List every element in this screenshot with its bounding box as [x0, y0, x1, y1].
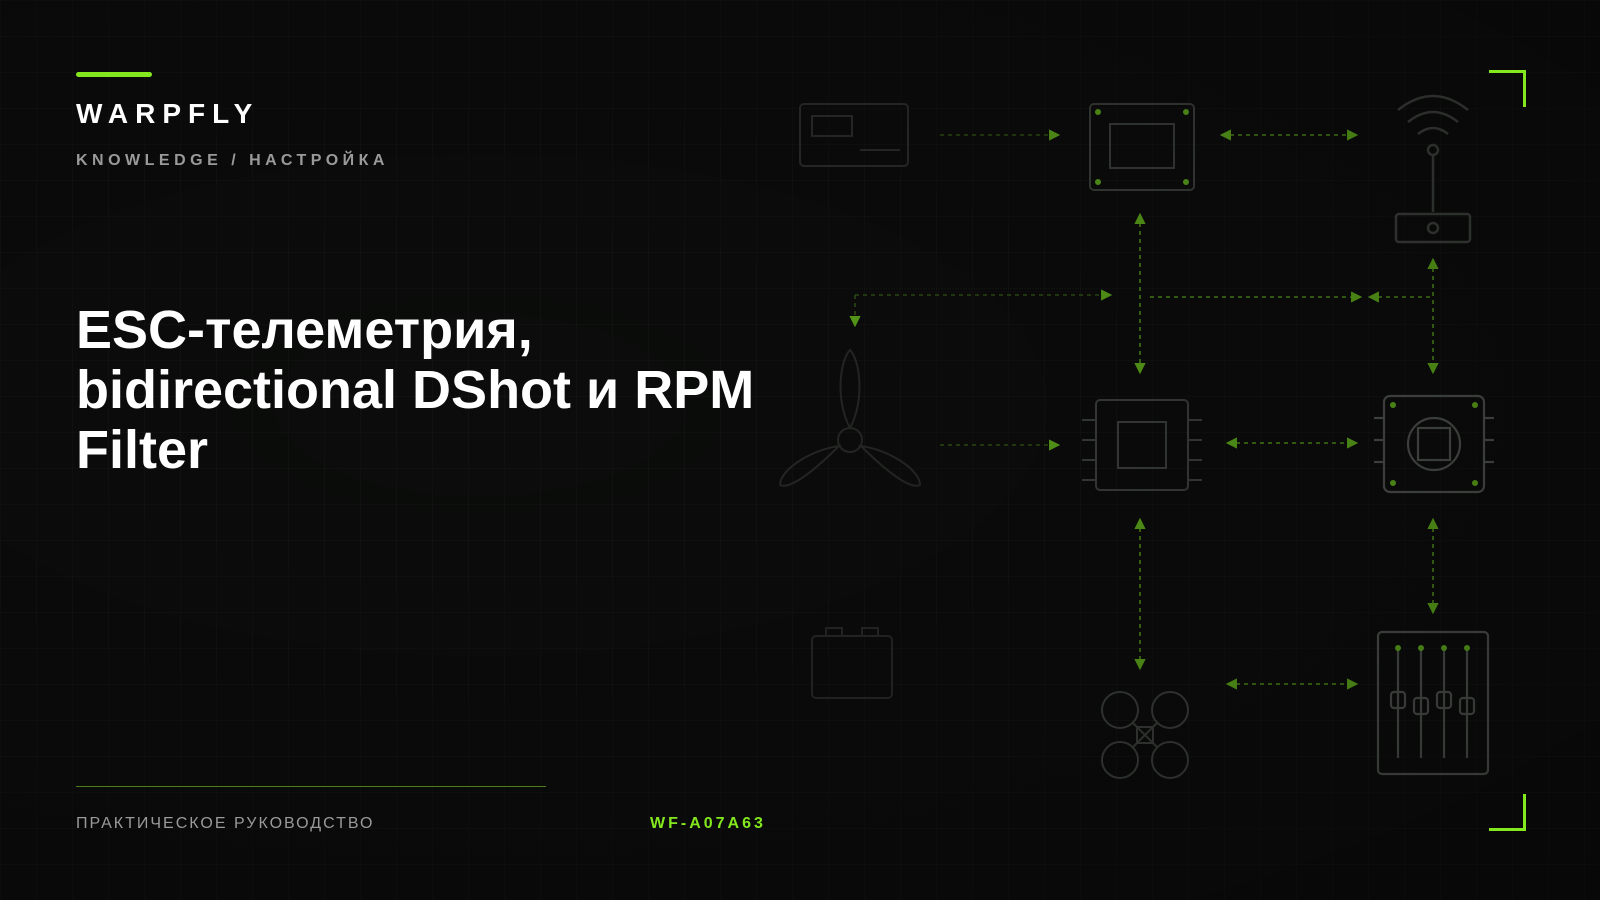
motor-driver-board-icon: [1082, 399, 1202, 491]
page-title: ESC-телеметрия, bidirectional DShot и RP…: [76, 300, 755, 480]
flight-controller-stack-icon: [1374, 394, 1494, 494]
esc-4in1-sliders-icon: [1376, 630, 1490, 776]
battery-icon: [811, 627, 893, 699]
esc-board-icon: [799, 103, 909, 167]
propeller-icon: [778, 348, 922, 487]
quadcopter-icon: [1101, 691, 1189, 779]
footer-divider: [76, 786, 546, 787]
brand-logo: WARPFLY: [76, 98, 260, 129]
footer-label: ПРАКТИЧЕСКОЕ РУКОВОДСТВО: [76, 815, 375, 832]
antenna-receiver-icon: [1394, 94, 1472, 244]
corner-bracket-top-right: [1489, 70, 1526, 107]
diagram-connectors: [849, 129, 1439, 690]
accent-bar: [76, 72, 152, 77]
breadcrumb: KNOWLEDGE / НАСТРОЙКА: [76, 152, 389, 169]
document-code: WF-A07A63: [650, 815, 766, 832]
flight-controller-icon: [1089, 103, 1195, 191]
corner-bracket-bottom-right: [1489, 794, 1526, 831]
